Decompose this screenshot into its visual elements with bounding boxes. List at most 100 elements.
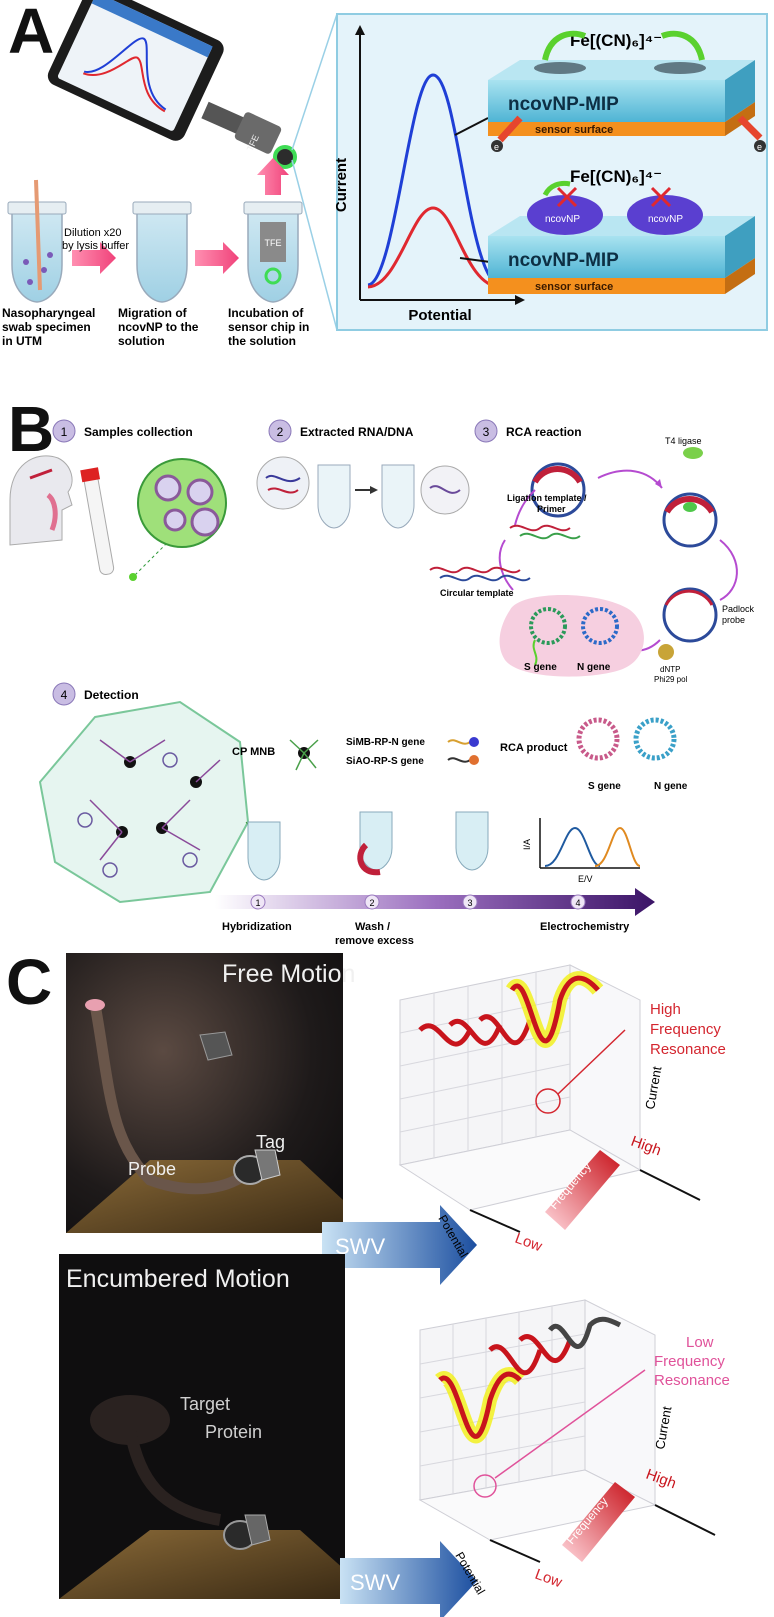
legend-rca-product: RCA product — [500, 742, 568, 754]
panel-b: 1 Samples collection 2 Extracted RNA/DNA… — [9, 419, 755, 947]
resonance-label-bottom: Low Frequency Resonance — [654, 1334, 730, 1389]
workflow-label-hybridization: Hybridization — [222, 921, 292, 933]
dilution-note: Dilution x20 by lysis buffer — [62, 227, 129, 252]
workflow-label-wash: Wash / remove excess — [335, 921, 414, 947]
legend-s-gene: S gene — [588, 781, 621, 792]
padlock-probe-circle — [662, 587, 718, 643]
rca-product-blob — [499, 595, 644, 677]
step1-title: Samples collection — [84, 425, 193, 439]
mini-plot-y-label: I/A — [522, 839, 532, 850]
chip-connector — [234, 112, 282, 154]
surface-label-top: sensor surface — [535, 124, 613, 136]
svg-text:e: e — [757, 142, 762, 152]
step-circle-2 — [268, 419, 292, 443]
plot-3d-bottom — [418, 1299, 716, 1563]
swab-stick — [34, 179, 42, 291]
probe-label-bottom: Fe[(CN)₆]⁴⁻ — [570, 167, 662, 186]
probe-label-top: Fe[(CN)₆]⁴⁻ — [570, 31, 662, 50]
svg-text:e: e — [494, 142, 499, 152]
legend-siao: SiAO-RP-S gene — [346, 756, 424, 767]
step2-title: Extracted RNA/DNA — [300, 425, 414, 439]
workflow-tube-1 — [247, 821, 281, 881]
workflow-timeline-arrow — [215, 888, 655, 916]
rca-n-gene-label: N gene — [577, 662, 611, 673]
zoom-line-top — [291, 13, 338, 151]
current-label-top: Current — [642, 1065, 664, 1111]
probe-label: Probe — [128, 1159, 176, 1179]
detection-octagon — [38, 700, 250, 904]
panel-letter-a: A — [8, 0, 55, 67]
step-label-1: Nasopharyngeal swab specimen in UTM — [2, 306, 99, 348]
frequency-arrow-top — [545, 1150, 620, 1230]
y-axis-label: Current — [333, 158, 350, 212]
step-circle-4 — [52, 682, 76, 706]
rca-circle-2 — [662, 492, 718, 548]
frequency-arrow-bottom — [562, 1482, 635, 1562]
legend-cp-mnb: CP MNB — [232, 746, 275, 758]
swv-label-bottom: SWV — [350, 1570, 400, 1595]
magnet-icon — [357, 842, 381, 876]
ncovnp-blob-right — [627, 195, 703, 235]
mini-plot-x-label: E/V — [578, 874, 593, 884]
panel-letter-c: C — [6, 946, 53, 1018]
svg-text:ncovNP: ncovNP — [545, 214, 580, 225]
mip-label-top: ncovNP-MIP — [508, 94, 619, 115]
circular-template-label: Circular template — [440, 588, 514, 598]
mip-label-bottom: ncovNP-MIP — [508, 250, 619, 271]
current-label-bottom: Current — [652, 1405, 674, 1451]
red-arrow-right — [737, 115, 763, 141]
legend-simb: SiMB-RP-N gene — [346, 737, 425, 748]
blue-peak-curve — [367, 73, 501, 287]
sensor-block-bottom: ncovNP ncovNP ncovNP-MIP sensor surface — [488, 195, 755, 294]
svg-text:2: 2 — [369, 898, 374, 908]
panel-c: Free Motion Tag Probe SWV — [59, 953, 730, 1617]
rna-circle-left — [256, 456, 310, 510]
tube-migration — [132, 201, 192, 303]
patient-head-icon — [9, 455, 73, 546]
tag-label: Tag — [256, 1132, 285, 1152]
smartphone — [47, 0, 224, 141]
step4-title: Detection — [84, 688, 139, 702]
svg-text:1: 1 — [61, 425, 68, 439]
legend-n-gene: N gene — [654, 781, 688, 792]
svg-text:ncovNP: ncovNP — [648, 214, 683, 225]
workflow-tube-2 — [359, 811, 393, 871]
pink-arrow-2 — [195, 242, 239, 274]
surface-label-bottom: sensor surface — [535, 281, 613, 293]
extraction-tube-2 — [381, 464, 415, 529]
panel-letter-b: B — [8, 393, 55, 465]
low-label-bottom: Low — [533, 1566, 565, 1591]
t4-ligase-label: T4 ligase — [665, 436, 702, 446]
step-circle-1 — [52, 419, 76, 443]
step3-title: RCA reaction — [506, 425, 582, 439]
low-label-top: Low — [513, 1230, 545, 1255]
green-arrow-right — [660, 30, 705, 61]
svg-text:3: 3 — [467, 898, 472, 908]
step-circle-3 — [474, 419, 498, 443]
swv-arrow-bottom — [340, 1541, 477, 1617]
target-protein-label: Target Protein — [180, 1394, 262, 1442]
swv-arrow-top — [322, 1205, 477, 1285]
workflow-tube-3 — [455, 811, 489, 871]
step-label-2: Migration of ncovNP to the solution — [118, 306, 202, 348]
svg-text:4: 4 — [61, 688, 68, 702]
ligation-label: Ligation template /Primer — [507, 493, 587, 514]
tube-chip-label: TFE — [265, 238, 282, 248]
red-peak-curve — [367, 206, 501, 289]
zoom-line-bottom — [291, 159, 338, 331]
x-axis-label: Potential — [408, 307, 471, 324]
pink-arrow-1 — [72, 242, 116, 274]
resonance-label-top: High Frequency Resonance — [650, 1001, 726, 1058]
sensor-block-top: ncovNP-MIP sensor surface — [488, 60, 755, 136]
rca-circle-1 — [530, 462, 586, 518]
tube-incubation: TFE — [243, 201, 303, 303]
svg-text:2: 2 — [277, 425, 284, 439]
green-arrow-left — [542, 30, 587, 61]
svg-text:1: 1 — [255, 898, 260, 908]
dntp-icon — [658, 644, 674, 660]
sensor-chip-icon — [273, 145, 297, 169]
tube-swab — [7, 179, 67, 303]
